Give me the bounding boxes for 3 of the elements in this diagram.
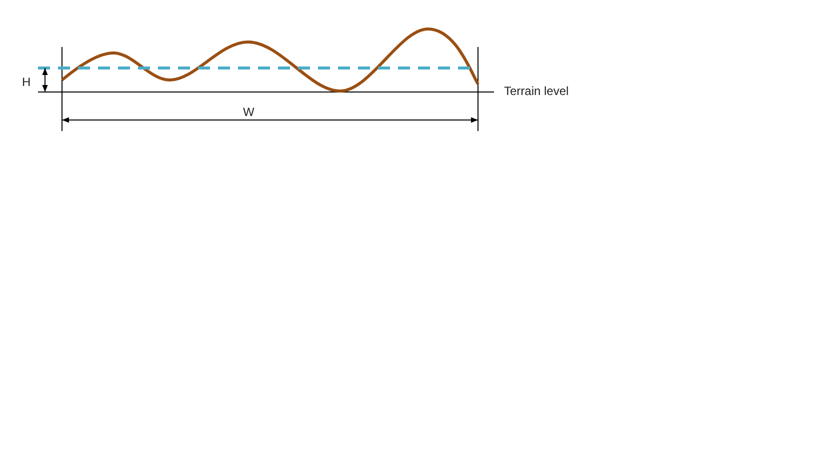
dimension-label: W bbox=[243, 104, 254, 121]
terrain-level-label: Terrain level bbox=[504, 83, 569, 100]
dimension-label: H bbox=[22, 74, 31, 91]
